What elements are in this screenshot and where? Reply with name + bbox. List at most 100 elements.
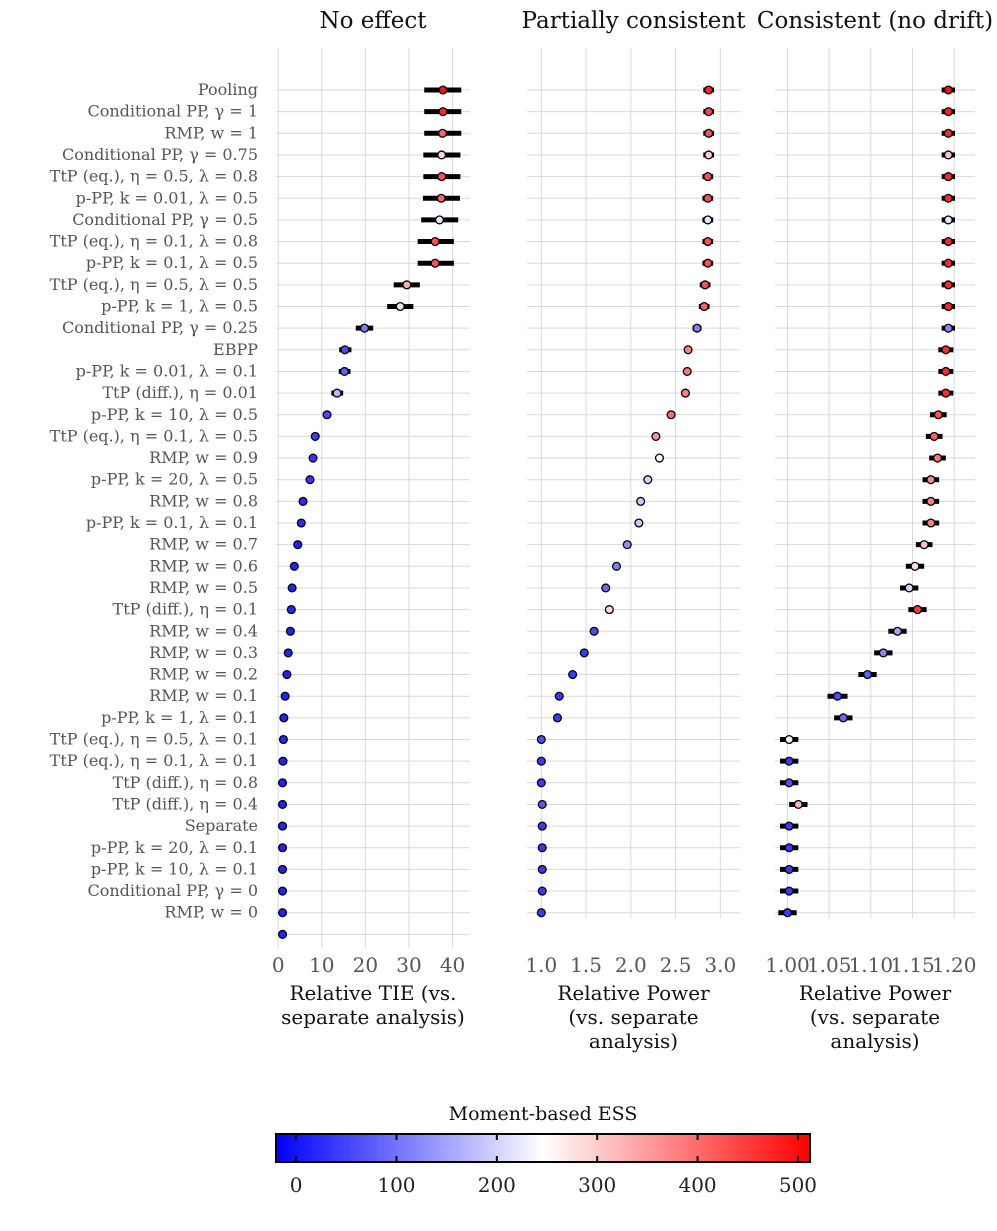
data-point (910, 561, 920, 571)
data-point (943, 215, 953, 225)
data-point (601, 583, 611, 593)
data-point (279, 713, 289, 723)
data-point (654, 453, 665, 463)
data-point (278, 756, 288, 766)
data-point (943, 323, 953, 333)
data-point (943, 150, 953, 160)
x-axis-title: Relative TIE (vs. (289, 981, 456, 1005)
data-point (832, 691, 843, 701)
data-point (703, 258, 713, 268)
row-label: p-PP, k = 10, λ = 0.5 (91, 405, 258, 424)
data-point (926, 496, 936, 506)
data-point (308, 453, 318, 463)
row-label: RMP, w = 0.7 (149, 535, 258, 554)
data-point (943, 237, 953, 247)
data-point (293, 540, 303, 550)
data-point (537, 821, 547, 831)
data-point (643, 475, 653, 485)
data-point (298, 496, 308, 506)
data-point (943, 280, 953, 290)
panel-3: Consistent (no drift)1.001.051.101.151.2… (757, 8, 993, 1053)
colorbar-tick-label: 0 (290, 1173, 303, 1197)
row-label: RMP, w = 1 (164, 123, 258, 142)
data-point (437, 128, 448, 138)
row-label: TtP (diff.), η = 0.01 (102, 383, 258, 402)
data-point (784, 886, 794, 896)
data-point (536, 734, 546, 745)
x-axis-title: Relative Power (799, 981, 952, 1005)
x-tick-label: 1.15 (890, 953, 935, 977)
x-tick-label: 1.5 (570, 953, 602, 977)
data-point (579, 648, 589, 658)
data-point (682, 366, 692, 377)
data-point (943, 193, 953, 203)
data-point (692, 323, 702, 333)
data-point (793, 799, 803, 809)
data-point (438, 107, 448, 117)
data-point (784, 734, 794, 745)
row-label: p-PP, k = 10, λ = 0.1 (91, 859, 258, 878)
data-point (537, 799, 547, 809)
data-point (537, 886, 547, 896)
data-point (699, 301, 709, 312)
data-point (296, 518, 306, 528)
row-label: Conditional PP, γ = 0.5 (72, 210, 258, 229)
data-point (704, 107, 714, 117)
data-point (283, 648, 293, 658)
x-axis-title: analysis) (830, 1029, 919, 1053)
panel-title: No effect (320, 8, 428, 34)
data-point (332, 388, 342, 398)
data-point (941, 388, 951, 398)
data-point (933, 410, 943, 420)
colorbar-gradient (275, 1133, 811, 1163)
data-point (604, 605, 614, 615)
row-label: Pooling (198, 80, 258, 99)
data-point (280, 691, 290, 701)
data-point (784, 756, 794, 766)
data-point (289, 561, 299, 571)
data-point (278, 734, 288, 745)
colorbar-title: Moment-based ESS (449, 1103, 638, 1125)
x-tick-label: 10 (309, 953, 334, 977)
data-point (784, 778, 794, 788)
x-tick-label: 1.20 (932, 953, 977, 977)
data-point (277, 799, 288, 809)
row-label: p-PP, k = 0.1, λ = 0.1 (86, 513, 258, 532)
data-point (634, 518, 644, 528)
row-label: p-PP, k = 0.1, λ = 0.5 (86, 253, 258, 272)
x-tick-label: 1.0 (525, 953, 557, 977)
data-point (536, 756, 546, 766)
data-point (437, 150, 447, 160)
data-point (704, 85, 714, 95)
data-point (703, 193, 713, 203)
data-point (430, 237, 440, 247)
row-label: RMP, w = 0 (164, 903, 258, 922)
row-label: p-PP, k = 0.01, λ = 0.5 (76, 188, 258, 207)
row-label: TtP (eq.), η = 0.1, λ = 0.1 (50, 751, 258, 770)
data-point (589, 626, 599, 636)
data-point (277, 886, 288, 896)
x-axis-title: analysis) (589, 1029, 678, 1053)
data-point (862, 669, 873, 680)
data-point (277, 778, 288, 788)
data-point (700, 280, 710, 290)
data-point (622, 540, 632, 550)
data-point (680, 388, 690, 398)
row-label: p-PP, k = 20, λ = 0.1 (91, 838, 258, 857)
x-tick-label: 2.5 (660, 953, 692, 977)
data-point (310, 431, 320, 441)
data-point (402, 280, 412, 290)
colorbar-tick-label: 500 (779, 1173, 817, 1197)
colorbar-tick-label: 200 (478, 1173, 516, 1197)
row-label: TtP (eq.), η = 0.1, λ = 0.8 (50, 232, 258, 251)
row-label: Conditional PP, γ = 0.25 (62, 318, 258, 337)
data-point (552, 713, 562, 723)
data-point (340, 345, 350, 355)
x-axis-title: (vs. separate (810, 1005, 940, 1029)
data-point (929, 431, 939, 441)
